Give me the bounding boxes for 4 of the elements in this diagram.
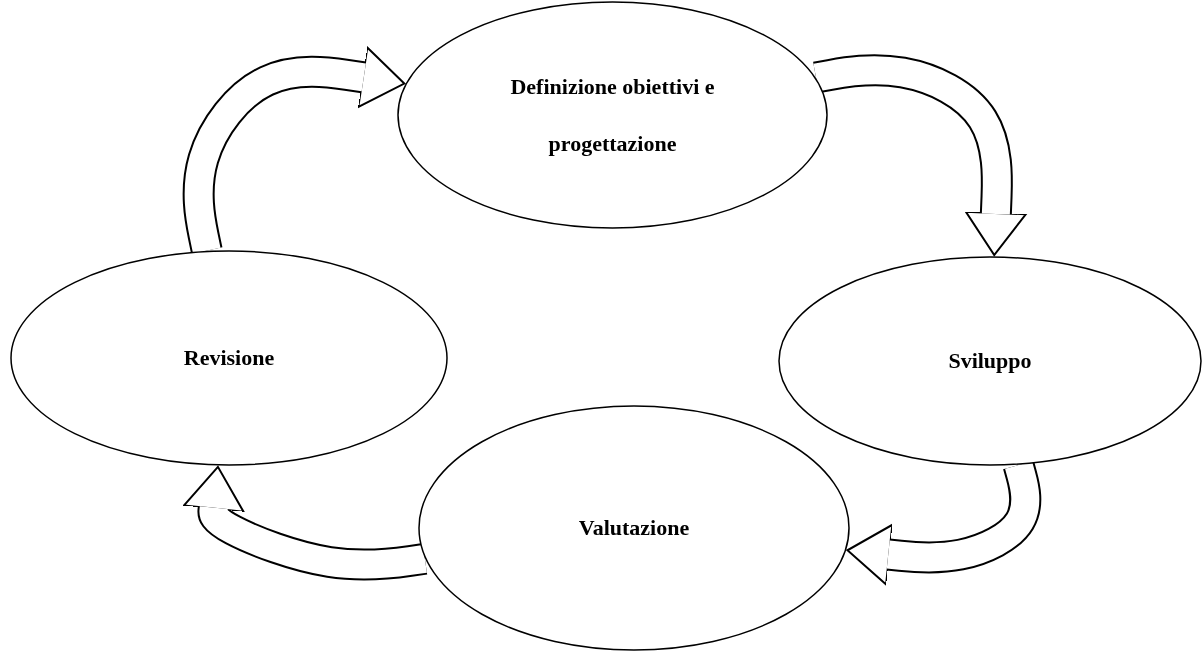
- node-label: Revisione: [183, 344, 275, 373]
- node-label: Sviluppo: [948, 347, 1032, 376]
- node-label: Definizione obiettivi e progettazione: [509, 72, 716, 158]
- node-label: Valutazione: [578, 514, 690, 543]
